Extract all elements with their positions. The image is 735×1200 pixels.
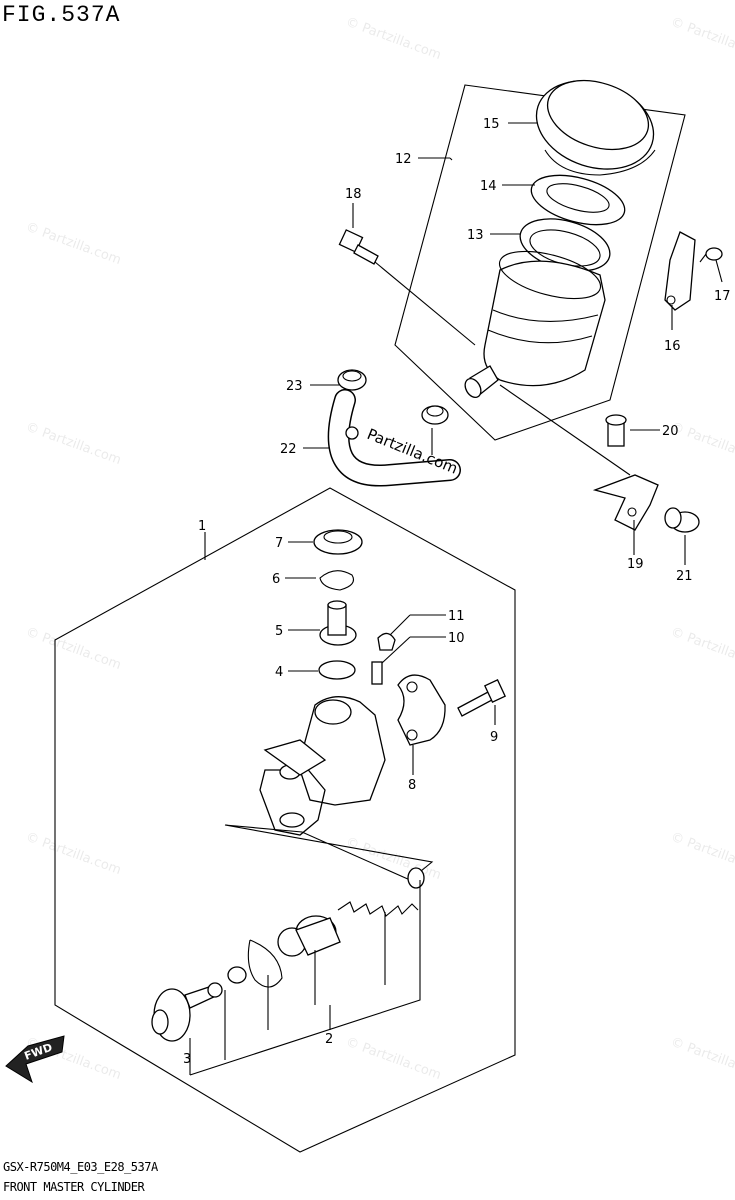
callout-3: 3: [183, 1052, 191, 1067]
watermark: © Partzilla.com: [24, 830, 123, 878]
watermark-group: © Partzilla.com © Partzilla.com © Partzi…: [24, 15, 735, 1083]
callout-12: 12: [395, 152, 412, 167]
callout-6: 6: [272, 572, 280, 587]
callout-5: 5: [275, 624, 283, 639]
watermark: © Partzilla.com: [669, 625, 735, 673]
watermark: © Partzilla.com: [344, 835, 443, 883]
callout-17: 17: [714, 289, 731, 304]
figure-code: GSX-R750M4_E03_E28_537A: [3, 1160, 158, 1174]
callout-15: 15: [483, 117, 500, 132]
callout-16: 16: [664, 339, 681, 354]
clamp-bolt: [605, 414, 627, 447]
watermark: © Partzilla.com: [24, 420, 123, 468]
callout-19: 19: [627, 557, 644, 572]
push-rod: [151, 982, 223, 1042]
reservoir-stay: [592, 474, 659, 531]
watermark: © Partzilla.com: [344, 15, 443, 63]
rubber-grommet: [664, 507, 700, 533]
callout-10: 10: [448, 631, 465, 646]
callout-7: 7: [275, 536, 283, 551]
callout-4: 4: [275, 665, 283, 680]
callout-2: 2: [325, 1032, 333, 1047]
bleeder-cap: [377, 632, 396, 651]
forward-direction-arrow: FWD: [5, 1035, 65, 1084]
callout-13: 13: [467, 228, 484, 243]
callout-21: 21: [676, 569, 693, 584]
reservoir-assembly-outline: [394, 84, 686, 441]
master-cylinder-assembly-outline: [54, 487, 516, 1153]
bleeder-screw: [371, 661, 383, 685]
piston-section-outline: [224, 824, 434, 881]
watermark: © Partzilla.com: [344, 1035, 443, 1083]
callout-14: 14: [480, 179, 497, 194]
callout-22: 22: [280, 442, 297, 457]
callout-18: 18: [345, 187, 362, 202]
callout-leaders: [204, 122, 723, 1030]
piston: [277, 915, 341, 957]
o-ring: [318, 660, 356, 680]
snap-ring: [247, 939, 283, 988]
bracket-screw: [699, 247, 723, 263]
hose-clamp: [337, 369, 367, 391]
figure-name: FRONT MASTER CYLINDER: [3, 1180, 145, 1194]
master-cylinder-holder: [397, 674, 446, 746]
watermark: © Partzilla.com: [669, 15, 735, 63]
figure-title: FIG.537A: [2, 2, 121, 28]
watermark: © Partzilla.com: [24, 220, 123, 268]
holder-bolt: [457, 679, 507, 717]
watermark: © Partzilla.com: [669, 420, 735, 468]
callout-1: 1: [198, 519, 206, 534]
hose-clamp: [421, 405, 449, 425]
reservoir-body: [464, 250, 606, 398]
reservoir-bolt: [338, 229, 379, 265]
watermark: © Partzilla.com: [669, 830, 735, 878]
callout-20: 20: [662, 424, 679, 439]
reservoir-bracket: [664, 231, 696, 311]
callout-11: 11: [448, 609, 465, 624]
callout-9: 9: [490, 730, 498, 745]
watermark: © Partzilla.com: [24, 625, 123, 673]
push-rod-boot: [227, 966, 247, 984]
circlip: [319, 570, 355, 591]
reservoir-connector: [319, 600, 357, 646]
callout-labels: 1 2 3 4 5 6 7 8 9 10 11 12 13 14 15 16 1…: [183, 117, 731, 1067]
master-cylinder-body: [259, 696, 386, 836]
watermark: © Partzilla.com: [669, 1035, 735, 1083]
callout-23: 23: [286, 379, 303, 394]
dust-cap: [313, 529, 363, 555]
reservoir-plate: [530, 174, 626, 226]
reservoir-cap: [535, 79, 656, 176]
callout-8: 8: [408, 778, 416, 793]
piston-spring: [337, 867, 425, 917]
